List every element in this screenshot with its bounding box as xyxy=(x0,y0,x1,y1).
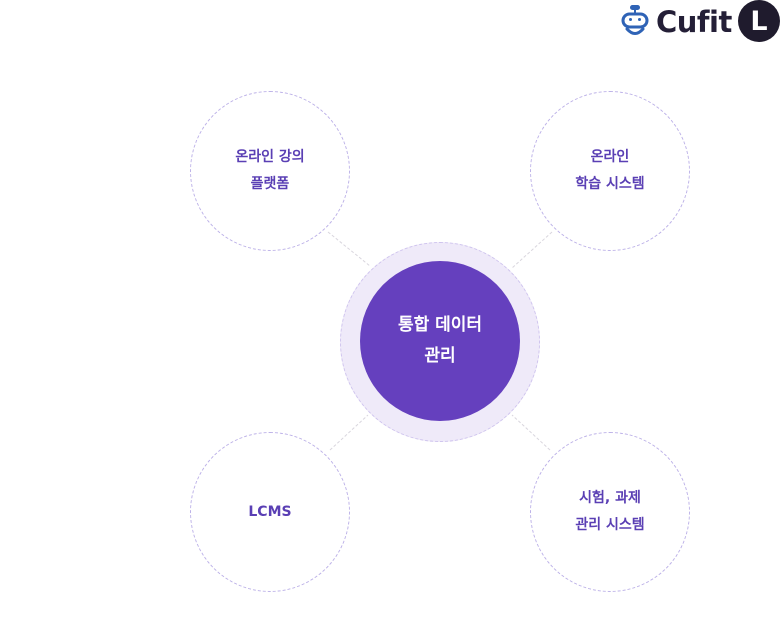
node-label-line1: 시험, 과제 xyxy=(579,490,641,506)
brand-logo[interactable]: Cufit xyxy=(620,0,780,44)
robot-icon xyxy=(621,5,649,35)
center-node: 통합 데이터 관리 xyxy=(360,261,520,421)
node-lcms: LCMS xyxy=(190,432,350,592)
connector-bottom-right xyxy=(511,414,551,451)
center-label-line1: 통합 데이터 xyxy=(397,315,483,335)
node-label-line1: 온라인 강의 xyxy=(235,149,305,165)
connector-top-right xyxy=(511,231,553,269)
logo-badge: L xyxy=(738,0,780,42)
node-label-line1: 온라인 xyxy=(590,149,630,165)
connector-top-left xyxy=(327,231,371,267)
connector-bottom-left xyxy=(329,414,369,451)
node-exam-assignment-system: 시험, 과제 관리 시스템 xyxy=(530,432,690,592)
logo-wordmark: Cufit xyxy=(656,4,732,39)
center-label-line2: 관리 xyxy=(424,346,456,366)
node-online-lecture-platform: 온라인 강의 플랫폼 xyxy=(190,91,350,251)
node-label-line2: 플랫폼 xyxy=(250,176,290,192)
node-online-learning-system: 온라인 학습 시스템 xyxy=(530,91,690,251)
node-label-line1: LCMS xyxy=(248,503,292,520)
node-label-line2: 관리 시스템 xyxy=(575,517,645,533)
node-label-line2: 학습 시스템 xyxy=(575,176,645,192)
